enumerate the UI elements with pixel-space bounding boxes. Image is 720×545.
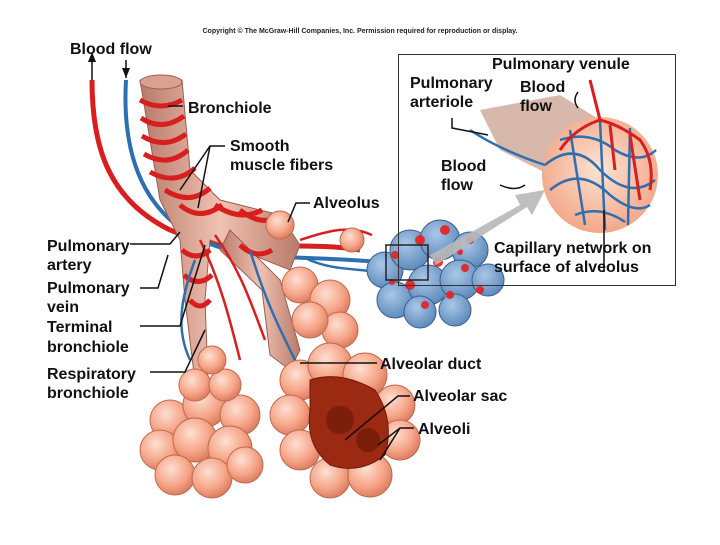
label-inset-blood-flow-top-1: Blood	[520, 79, 566, 96]
label-alveolus: Alveolus	[313, 195, 380, 212]
label-bronchiole: Bronchiole	[188, 100, 272, 117]
leader-lines	[91, 60, 605, 461]
alveolar-cluster-middle	[265, 210, 365, 349]
alveolus-small	[197, 345, 227, 375]
label-pulmonary-arteriole-2: arteriole	[410, 94, 474, 111]
label-inset-blood-flow-top-2: flow	[520, 98, 552, 115]
label-inset-blood-flow-left-2: flow	[441, 177, 473, 194]
label-pulmonary-artery-2: artery	[47, 257, 92, 274]
label-respiratory-bronchiole-1: Respiratory	[47, 366, 136, 383]
label-pulmonary-vein-1: Pulmonary	[47, 280, 130, 297]
label-smooth-muscle-2: muscle fibers	[230, 157, 334, 174]
label-respiratory-bronchiole-2: bronchiole	[47, 385, 129, 402]
label-smooth-muscle-1: Smooth	[230, 138, 290, 155]
label-capillary-network-2: surface of alveolus	[494, 259, 639, 276]
alveolar-cluster-left	[139, 368, 264, 499]
label-pulmonary-venule: Pulmonary venule	[492, 56, 630, 73]
flow-arrows	[88, 52, 130, 78]
label-alveolar-sac: Alveolar sac	[413, 388, 508, 405]
label-alveolar-duct: Alveolar duct	[380, 356, 482, 373]
small-vessel-branches	[180, 228, 379, 371]
label-terminal-bronchiole-2: bronchiole	[47, 339, 129, 356]
inset-frame	[398, 54, 676, 286]
inset-drawing	[469, 79, 658, 233]
label-pulmonary-arteriole-1: Pulmonary	[410, 75, 493, 92]
label-blood-flow: Blood flow	[70, 41, 152, 58]
label-capillary-network-1: Capillary network on	[494, 240, 652, 257]
label-alveoli: Alveoli	[418, 421, 471, 438]
zoom-arrow	[430, 190, 545, 265]
label-inset-blood-flow-left-1: Blood	[441, 158, 487, 175]
smooth-muscle-fibers	[138, 97, 286, 309]
pulmonary-artery-vessel	[89, 79, 361, 253]
inset-flow-arrows	[499, 91, 579, 190]
label-terminal-bronchiole-1: Terminal	[47, 319, 113, 336]
alveolar-sac	[269, 342, 421, 499]
copyright-notice: Copyright © The McGraw-Hill Companies, I…	[202, 28, 518, 35]
zoom-box	[385, 244, 429, 281]
label-pulmonary-vein-2: vein	[47, 299, 80, 316]
label-pulmonary-artery-1: Pulmonary	[47, 238, 130, 255]
